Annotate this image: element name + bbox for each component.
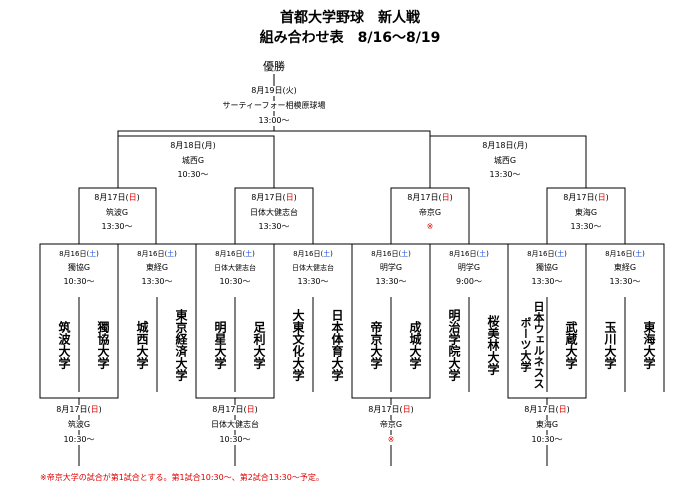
team-10: 成城大学 [408,320,422,369]
bracket-qf-1 [78,187,157,244]
qf-2-venue: 日体大健志台 [244,208,304,218]
bracket-bottom-4 [507,392,587,399]
r1-4-date: 8月16日(土) [287,250,339,259]
qf-4-time: 13:30〜 [556,222,616,232]
team-14: 武蔵大学 [564,320,578,369]
qf-1-time: 13:30〜 [87,222,147,232]
team-3: 城西大学 [135,320,149,369]
final-time: 13:00〜 [204,116,344,126]
bottom-2-time: 10:30〜 [205,435,265,445]
bracket-qf-3 [390,187,470,244]
r1-5-time: 13:30〜 [365,277,417,287]
r1-8-venue: 東経G [599,263,651,273]
semi-2-time: 13:30〜 [475,170,535,180]
team-11: 明治学院大学 [447,308,461,381]
r1-4-time: 13:30〜 [287,277,339,287]
qf-3-time: ※ [400,222,460,232]
page-subtitle: 組み合わせ表 8/16〜8/19 [259,30,441,46]
semi-1-date: 8月18日(月) [163,141,223,151]
team-2: 獨協大学 [96,320,110,369]
bottom-4-date: 8月17日(日) [517,405,577,415]
final-date: 8月19日(火) [204,86,344,96]
bracket-semi-left [117,135,275,188]
bracket-bottom-3 [351,392,431,399]
qf-3-date: 8月17日(日) [400,193,460,203]
r1-7-time: 13:30〜 [521,277,573,287]
team-4: 東京経済大学 [174,308,188,381]
r1-6-time: 9:00〜 [443,277,495,287]
team-12: 桜美林大学 [486,314,500,375]
r1-8-time: 13:30〜 [599,277,651,287]
bracket-bottom-1 [39,392,119,399]
bottom-1-time: 10:30〜 [49,435,109,445]
r1-3-date: 8月16日(土) [209,250,261,259]
r1-5-date: 8月16日(土) [365,250,417,259]
bracket-semi-right [429,135,587,188]
r1-2-venue: 東経G [131,263,183,273]
team-7: 大東文化大学 [291,308,305,381]
final-venue: サーティーフォー相模原球場 [204,101,344,111]
r1-3-time: 10:30〜 [209,277,261,287]
r1-1-venue: 獨協G [53,263,105,273]
bracket-r1-8 [585,243,665,297]
footnote: ※帝京大学の試合が第1試合とする。第1試合10:30〜、第2試合13:30〜予定… [40,473,324,482]
bottom-3-venue: 帝京G [361,420,421,430]
bottom-4-venue: 東海G [517,420,577,430]
bottom-1-venue: 筑波G [49,420,109,430]
team-13: 日本ウェルネススポーツ大学 [519,300,545,389]
r1-8-date: 8月16日(土) [599,250,651,259]
bottom-4-time: 10:30〜 [517,435,577,445]
r1-7-date: 8月16日(土) [521,250,573,259]
bottom-3-time: ※ [361,435,421,445]
team-1: 筑波大学 [57,320,71,369]
r1-6-venue: 明学G [443,263,495,273]
r1-3-venue: 日体大健志台 [209,264,261,273]
r1-2-date: 8月16日(土) [131,250,183,259]
qf-1-venue: 筑波G [87,208,147,218]
r1-1-time: 10:30〜 [53,277,105,287]
r1-2-time: 13:30〜 [131,277,183,287]
team-6: 足利大学 [252,320,266,369]
r1-7-venue: 獨協G [521,263,573,273]
qf-1-date: 8月17日(日) [87,193,147,203]
bottom-1-date: 8月17日(日) [49,405,109,415]
semi-1-time: 10:30〜 [163,170,223,180]
r1-5-venue: 明学G [365,263,417,273]
team-15: 玉川大学 [603,320,617,369]
qf-3-venue: 帝京G [400,208,460,218]
bottom-2-venue: 日体大健志台 [205,420,265,430]
semi-2-date: 8月18日(月) [475,141,535,151]
page-title: 首都大学野球 新人戦 [280,10,420,26]
qf-2-date: 8月17日(日) [244,193,304,203]
qf-4-date: 8月17日(日) [556,193,616,203]
bracket-qf-2 [234,187,314,244]
semi-1-venue: 城西G [163,156,223,166]
team-8: 日本体育大学 [330,308,344,381]
bracket-final [117,130,431,136]
r1-4-venue: 日体大健志台 [287,264,339,273]
r1-1-date: 8月16日(土) [53,250,105,259]
bracket-qf-4 [546,187,626,244]
semi-2-venue: 城西G [475,156,535,166]
r1-6-date: 8月16日(土) [443,250,495,259]
bottom-2-date: 8月17日(日) [205,405,265,415]
bottom-3-date: 8月17日(日) [361,405,421,415]
qf-2-time: 13:30〜 [244,222,304,232]
champion-label: 優勝 [254,58,294,74]
bracket-bottom-2 [195,392,275,399]
team-5: 明星大学 [213,320,227,369]
team-9: 帝京大学 [369,320,383,369]
qf-4-venue: 東海G [556,208,616,218]
team-16: 東海大学 [642,320,656,369]
